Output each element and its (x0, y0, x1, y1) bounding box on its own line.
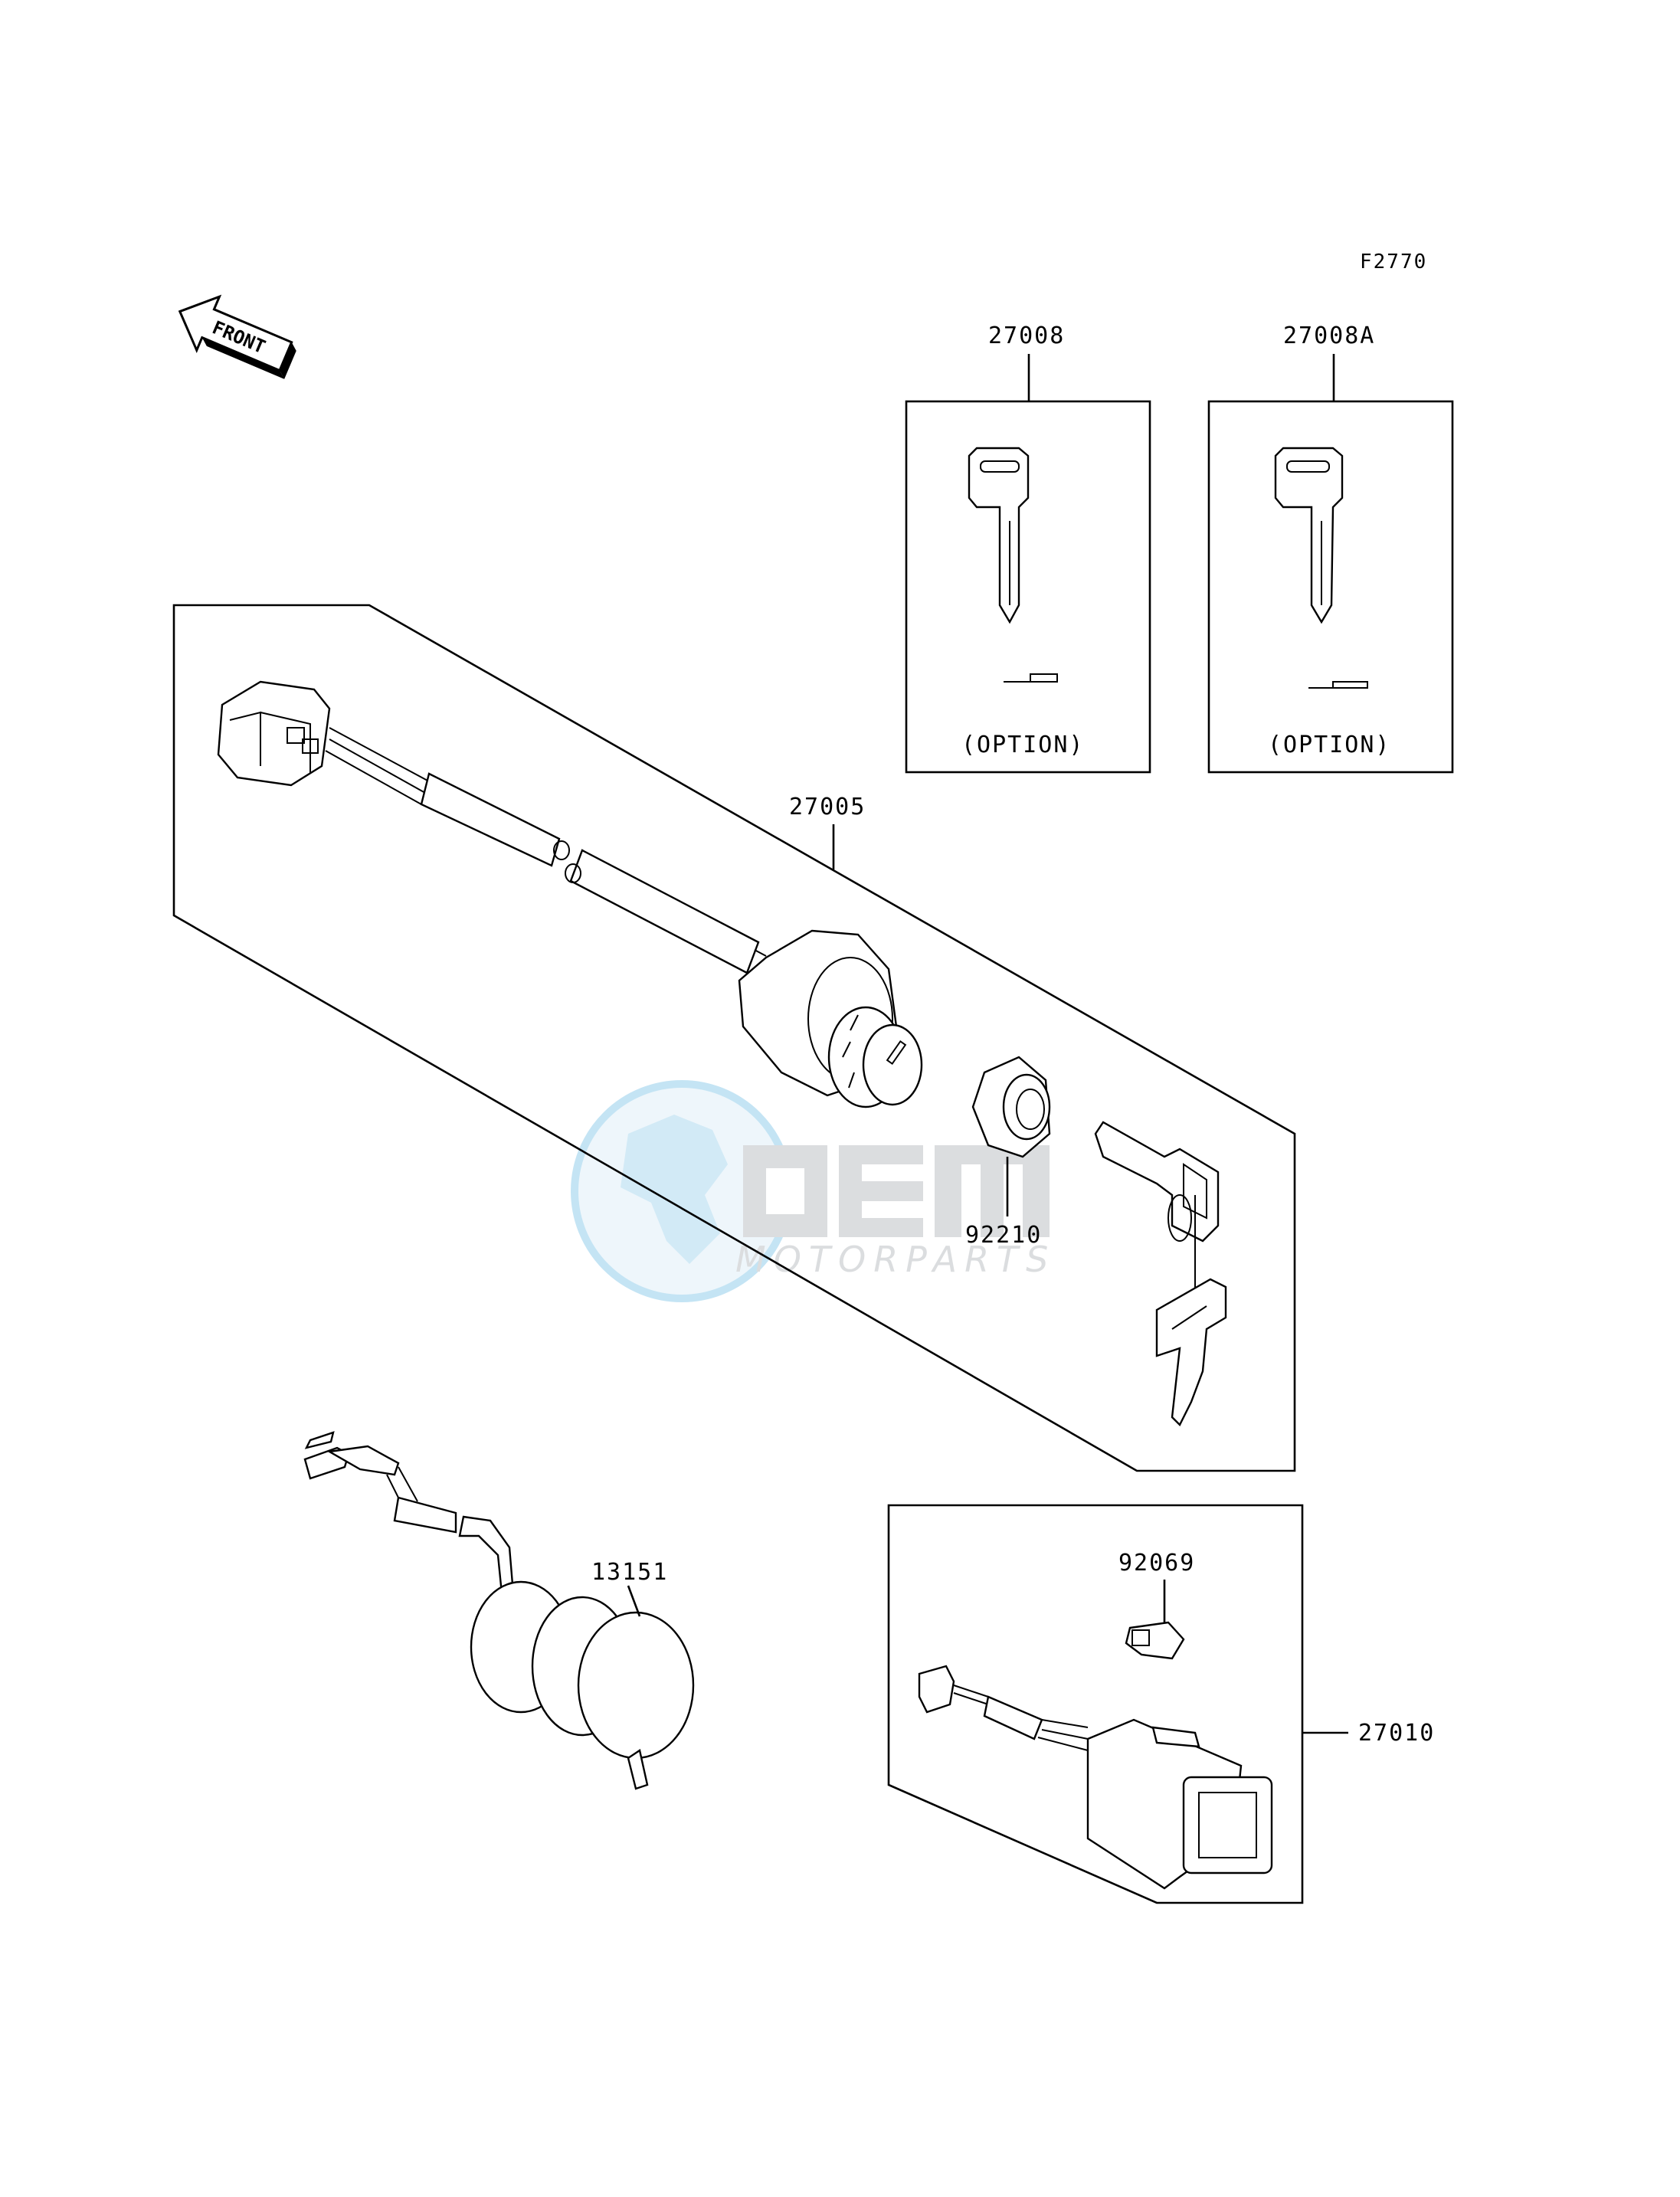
figure-code: F2770 (1360, 250, 1427, 273)
watermark-globe (571, 1080, 793, 1302)
part-number-27010: 27010 (1358, 1720, 1435, 1747)
part-box-27005 (172, 604, 1296, 1472)
part-number-27008A: 27008A (1283, 323, 1375, 349)
watermark-letter-o (743, 1145, 827, 1237)
watermark-text: MOTORPARTS (735, 1239, 1056, 1280)
socket-13151: 13151 (303, 1431, 695, 1790)
option-note-27008: (OPTION) (961, 732, 1085, 758)
ignition-switch-27005: 27005 92210 (172, 604, 1296, 1472)
front-arrow: FRONT (178, 294, 296, 379)
part-box-27008A (1207, 400, 1454, 774)
part-number-92210: 92210 (965, 1222, 1042, 1249)
part-number-92069: 92069 (1118, 1550, 1195, 1577)
nut-92210: 92210 (965, 1056, 1051, 1249)
part-box-27008 (905, 400, 1151, 774)
watermark-letter-m (935, 1145, 1050, 1237)
watermark-continents (621, 1115, 728, 1264)
watermark-letter-e (839, 1145, 923, 1237)
key-27008A: 27008A (OPTION) (1207, 323, 1454, 774)
switch-27010: 92069 27010 (887, 1504, 1435, 1904)
part-number-27005: 27005 (789, 794, 866, 820)
part-box-27010 (887, 1504, 1304, 1904)
option-note-27008A: (OPTION) (1268, 732, 1391, 758)
part-number-27008: 27008 (988, 323, 1065, 349)
key-27008: 27008 (OPTION) (905, 323, 1151, 774)
part-number-13151: 13151 (591, 1559, 668, 1586)
